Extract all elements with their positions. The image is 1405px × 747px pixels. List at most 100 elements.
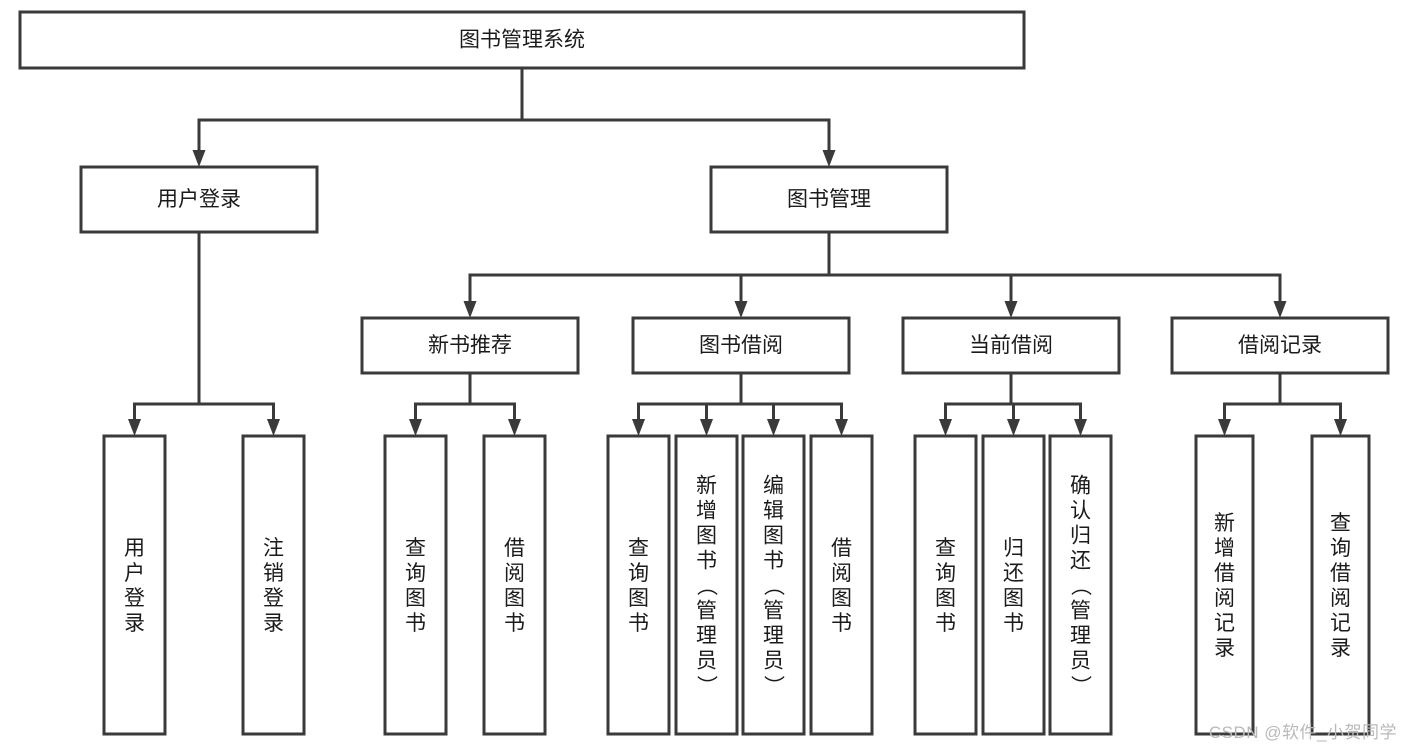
node-label-char-cb-confirm-8: ） <box>1069 675 1092 696</box>
node-label-char-bb-add-3: 书 <box>696 550 717 573</box>
edge-line <box>468 373 516 419</box>
node-label-char-leaf-user-logout-3: 录 <box>263 612 284 635</box>
node-label-char-bb-add-2: 图 <box>696 525 717 548</box>
node-label-char-bb-borrow-0: 借 <box>831 537 852 560</box>
edge-arrowhead <box>1273 301 1287 318</box>
node-box-book-borrow <box>631 316 851 375</box>
edge-arrowhead <box>700 419 713 436</box>
node-label-char-br-query-0: 查 <box>1330 512 1351 535</box>
node-label-char-nbr-borrow-3: 书 <box>504 612 525 635</box>
node-label-char-nbr-borrow-1: 阅 <box>504 562 525 585</box>
node-label-char-bb-borrow-2: 图 <box>831 587 852 610</box>
edge-user-login-to-leaf-user-logout <box>197 232 280 436</box>
node-label-char-bb-add-6: 理 <box>696 625 717 648</box>
node-label-char-br-add-3: 阅 <box>1214 587 1235 610</box>
edge-line <box>705 373 743 419</box>
node-label-char-bb-query-3: 书 <box>628 612 649 635</box>
node-book-borrow[interactable]: 图书借阅 <box>631 316 851 375</box>
node-label-char-bb-edit-5: 管 <box>763 600 784 623</box>
node-label-char-bb-edit-1: 辑 <box>763 500 784 523</box>
edge-arrowhead <box>767 419 780 436</box>
node-box-new-book-rec <box>360 316 580 375</box>
node-label-char-cb-query-2: 图 <box>935 587 956 610</box>
node-label-char-leaf-user-login-3: 录 <box>124 612 145 635</box>
node-label-new-book-rec: 新书推荐 <box>428 334 512 357</box>
edge-arrowhead <box>835 419 848 436</box>
edge-arrowhead <box>939 419 952 436</box>
node-label-char-bb-add-0: 新 <box>696 475 717 498</box>
node-box-leaf-user-login <box>102 434 167 736</box>
node-user-login[interactable]: 用户登录 <box>79 165 319 234</box>
node-label-char-br-query-4: 记 <box>1330 612 1351 635</box>
node-label-char-br-add-0: 新 <box>1214 512 1235 535</box>
node-label-char-bb-add-5: 管 <box>696 600 717 623</box>
node-new-book-rec[interactable]: 新书推荐 <box>360 316 580 375</box>
node-label-char-bb-edit-4: （ <box>762 575 785 596</box>
edge-line <box>133 232 201 419</box>
edge-line <box>739 373 843 419</box>
node-box-cb-return <box>981 434 1046 736</box>
node-box-borrow-record <box>1170 316 1390 375</box>
node-borrow-record[interactable]: 借阅记录 <box>1170 316 1390 375</box>
node-label-char-br-add-2: 借 <box>1214 562 1235 585</box>
edge-arrowhead <box>822 150 836 167</box>
node-label-book-manage: 图书管理 <box>787 188 871 211</box>
edge-arrowhead <box>1334 419 1347 436</box>
node-label-char-br-add-5: 录 <box>1214 637 1235 660</box>
node-label-char-nbr-query-1: 询 <box>405 562 426 585</box>
edge-arrowhead <box>409 419 422 436</box>
node-label-char-br-query-3: 阅 <box>1330 587 1351 610</box>
node-box-nbr-borrow <box>482 434 547 736</box>
edge-line <box>197 68 524 150</box>
edge-arrowhead <box>1007 419 1020 436</box>
node-label-current-borrow: 当前借阅 <box>969 334 1053 357</box>
node-leaf-user-login[interactable]: 用户登录 <box>102 434 167 736</box>
node-box-user-login <box>79 165 319 234</box>
edge-new-book-rec-to-nbr-borrow <box>468 373 521 436</box>
node-label-char-cb-confirm-4: （ <box>1069 575 1092 596</box>
node-book-manage[interactable]: 图书管理 <box>709 165 949 234</box>
node-label-char-leaf-user-login-2: 登 <box>124 587 145 610</box>
node-label-char-nbr-borrow-2: 图 <box>504 587 525 610</box>
node-label-char-bb-edit-3: 书 <box>763 550 784 573</box>
edge-line <box>1223 373 1282 419</box>
node-box-nbr-query <box>383 434 448 736</box>
node-box-leaf-user-logout <box>241 434 306 736</box>
edge-line <box>944 373 1013 419</box>
node-label-char-cb-confirm-7: 员 <box>1070 650 1091 673</box>
node-root[interactable]: 图书管理系统 <box>18 10 1026 70</box>
node-label-char-nbr-query-3: 书 <box>405 612 426 635</box>
edge-user-login-to-leaf-user-login <box>128 232 201 436</box>
edge-book-manage-to-book-borrow <box>734 232 831 318</box>
edge-arrowhead <box>463 301 477 318</box>
edge-arrowhead <box>632 419 645 436</box>
node-label-char-leaf-user-logout-0: 注 <box>263 537 284 560</box>
edge-arrowhead <box>267 419 280 436</box>
edge-line <box>1278 373 1342 419</box>
edge-line <box>739 373 775 419</box>
node-label-char-cb-confirm-5: 管 <box>1070 600 1091 623</box>
node-label-char-bb-query-0: 查 <box>628 537 649 560</box>
node-box-current-borrow <box>901 316 1121 375</box>
node-label-char-br-query-1: 询 <box>1330 537 1351 560</box>
node-label-char-leaf-user-login-1: 户 <box>124 562 145 585</box>
node-label-char-br-query-5: 录 <box>1330 637 1351 660</box>
node-label-char-cb-query-3: 书 <box>935 612 956 635</box>
edge-line <box>827 232 1013 301</box>
node-current-borrow[interactable]: 当前借阅 <box>901 316 1121 375</box>
node-label-user-login: 用户登录 <box>157 188 241 211</box>
node-label-char-bb-borrow-3: 书 <box>831 612 852 635</box>
